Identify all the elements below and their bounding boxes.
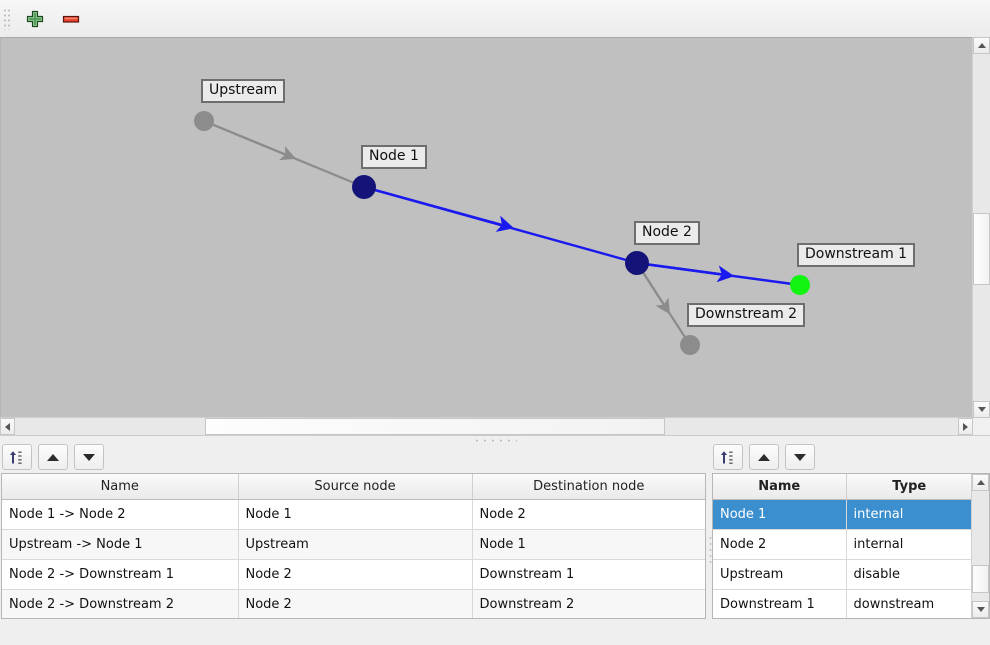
chevron-left-icon xyxy=(5,422,10,431)
table-row[interactable]: Node 2 -> Downstream 1 Node 2 Downstream… xyxy=(2,559,705,590)
nodes-table-header-row: Name Type xyxy=(713,474,972,500)
table-row[interactable]: Node 1 internal xyxy=(713,499,972,530)
nodes-cell-type[interactable]: internal xyxy=(846,529,972,560)
edges-cell-destination[interactable]: Node 1 xyxy=(472,529,705,560)
nodes-cell-name[interactable]: Node 1 xyxy=(713,499,847,530)
triangle-down-icon xyxy=(83,453,95,461)
graph-node-downstream2[interactable] xyxy=(680,335,700,355)
graph-label-node1[interactable]: Node 1 xyxy=(361,145,427,169)
edges-sort-button[interactable] xyxy=(2,444,32,470)
edges-cell-source[interactable]: Upstream xyxy=(238,529,473,560)
graph-node-downstream1[interactable] xyxy=(790,275,810,295)
edges-cell-destination[interactable]: Downstream 2 xyxy=(472,589,705,618)
nodes-column-name[interactable]: Name xyxy=(713,474,847,500)
minus-icon xyxy=(62,15,80,23)
vscroll-up-button[interactable] xyxy=(973,37,990,54)
graph-canvas-area: Upstream Node 1 Node 2 Downstream 1 Down… xyxy=(0,37,990,435)
table-row[interactable]: Node 1 -> Node 2 Node 1 Node 2 xyxy=(2,499,705,530)
table-row[interactable]: Upstream disable xyxy=(713,559,972,590)
hscroll-thumb[interactable] xyxy=(205,418,665,435)
edges-toolbar xyxy=(2,444,110,470)
edges-column-destination[interactable]: Destination node xyxy=(472,474,705,500)
horizontal-splitter[interactable] xyxy=(0,435,990,445)
edges-move-up-button[interactable] xyxy=(38,444,68,470)
graph-label-node2[interactable]: Node 2 xyxy=(634,221,700,245)
edges-cell-source[interactable]: Node 2 xyxy=(238,559,473,590)
table-row[interactable]: Upstream -> Node 1 Upstream Node 1 xyxy=(2,529,705,560)
toolbar-drag-handle[interactable] xyxy=(3,6,15,32)
nodes-panel: Name Type Node 1 internal Node 2 interna… xyxy=(712,444,990,645)
nodes-vscroll-up-button[interactable] xyxy=(972,474,989,491)
graph-node-node1[interactable] xyxy=(352,175,376,199)
nodes-sort-button[interactable] xyxy=(713,444,743,470)
nodes-cell-type[interactable]: internal xyxy=(846,499,972,530)
edges-table: Name Source node Destination node Node 1… xyxy=(2,474,705,618)
edges-cell-name[interactable]: Node 2 -> Downstream 1 xyxy=(2,559,239,590)
triangle-down-icon xyxy=(794,453,806,461)
edge-node2-downstream2[interactable] xyxy=(636,262,691,346)
edges-panel: Name Source node Destination node Node 1… xyxy=(0,444,708,645)
chevron-up-icon xyxy=(976,480,985,485)
graph-canvas[interactable]: Upstream Node 1 Node 2 Downstream 1 Down… xyxy=(0,37,973,418)
sort-icon xyxy=(720,450,733,464)
triangle-up-icon xyxy=(758,453,770,461)
triangle-up-icon xyxy=(47,453,59,461)
nodes-cell-type[interactable]: downstream xyxy=(846,589,972,618)
nodes-move-down-button[interactable] xyxy=(785,444,815,470)
edges-column-name[interactable]: Name xyxy=(2,474,239,500)
edges-cell-source[interactable]: Node 1 xyxy=(238,499,473,530)
add-node-button[interactable] xyxy=(19,3,51,35)
edge-upstream-node1[interactable] xyxy=(203,119,365,189)
nodes-table-container[interactable]: Name Type Node 1 internal Node 2 interna… xyxy=(712,473,990,619)
remove-node-button[interactable] xyxy=(55,3,87,35)
nodes-move-up-button[interactable] xyxy=(749,444,779,470)
table-row[interactable]: Node 2 internal xyxy=(713,529,972,560)
chevron-right-icon xyxy=(963,422,968,431)
table-row[interactable]: Downstream 1 downstream xyxy=(713,589,972,618)
edges-move-down-button[interactable] xyxy=(74,444,104,470)
sort-icon xyxy=(9,450,22,464)
table-row[interactable]: Node 2 -> Downstream 2 Node 2 Downstream… xyxy=(2,589,705,618)
graph-label-downstream2[interactable]: Downstream 2 xyxy=(687,303,806,327)
edges-column-source[interactable]: Source node xyxy=(238,474,473,500)
edges-cell-name[interactable]: Node 1 -> Node 2 xyxy=(2,499,239,530)
chevron-down-icon xyxy=(976,607,985,612)
chevron-down-icon xyxy=(977,407,986,412)
canvas-horizontal-scrollbar[interactable] xyxy=(0,417,973,435)
edges-cell-source[interactable]: Node 2 xyxy=(238,589,473,618)
hscroll-right-button[interactable] xyxy=(958,418,973,435)
edges-table-header-row: Name Source node Destination node xyxy=(2,474,705,500)
edges-cell-name[interactable]: Node 2 -> Downstream 2 xyxy=(2,589,239,618)
vscroll-down-button[interactable] xyxy=(973,401,990,418)
edges-table-container[interactable]: Name Source node Destination node Node 1… xyxy=(1,473,706,619)
graph-svg xyxy=(194,111,810,355)
nodes-vscroll-thumb[interactable] xyxy=(972,565,989,593)
edges-cell-destination[interactable]: Downstream 1 xyxy=(472,559,705,590)
nodes-table: Name Type Node 1 internal Node 2 interna… xyxy=(713,474,972,618)
nodes-column-type[interactable]: Type xyxy=(846,474,972,500)
nodes-table-vertical-scrollbar[interactable] xyxy=(971,474,989,618)
graph-label-upstream[interactable]: Upstream xyxy=(201,79,286,103)
edge-node2-downstream1[interactable] xyxy=(636,261,801,287)
vscroll-thumb[interactable] xyxy=(973,213,990,285)
tables-vertical-splitter[interactable] xyxy=(708,470,712,630)
hscroll-left-button[interactable] xyxy=(0,418,15,435)
nodes-cell-name[interactable]: Node 2 xyxy=(713,529,847,560)
nodes-cell-name[interactable]: Upstream xyxy=(713,559,847,590)
edge-node1-node2[interactable] xyxy=(363,185,638,265)
nodes-cell-type[interactable]: disable xyxy=(846,559,972,590)
scrollbar-corner xyxy=(973,418,990,435)
graph-node-upstream[interactable] xyxy=(194,111,214,131)
canvas-vertical-scrollbar[interactable] xyxy=(972,37,990,418)
plus-icon xyxy=(26,10,44,27)
nodes-cell-name[interactable]: Downstream 1 xyxy=(713,589,847,618)
graph-label-downstream1[interactable]: Downstream 1 xyxy=(797,243,916,267)
nodes-toolbar xyxy=(713,444,821,470)
chevron-up-icon xyxy=(977,43,986,48)
nodes-vscroll-down-button[interactable] xyxy=(972,601,989,618)
graph-node-node2[interactable] xyxy=(625,251,649,275)
edges-cell-name[interactable]: Upstream -> Node 1 xyxy=(2,529,239,560)
edges-cell-destination[interactable]: Node 2 xyxy=(472,499,705,530)
toolbar xyxy=(0,0,990,38)
